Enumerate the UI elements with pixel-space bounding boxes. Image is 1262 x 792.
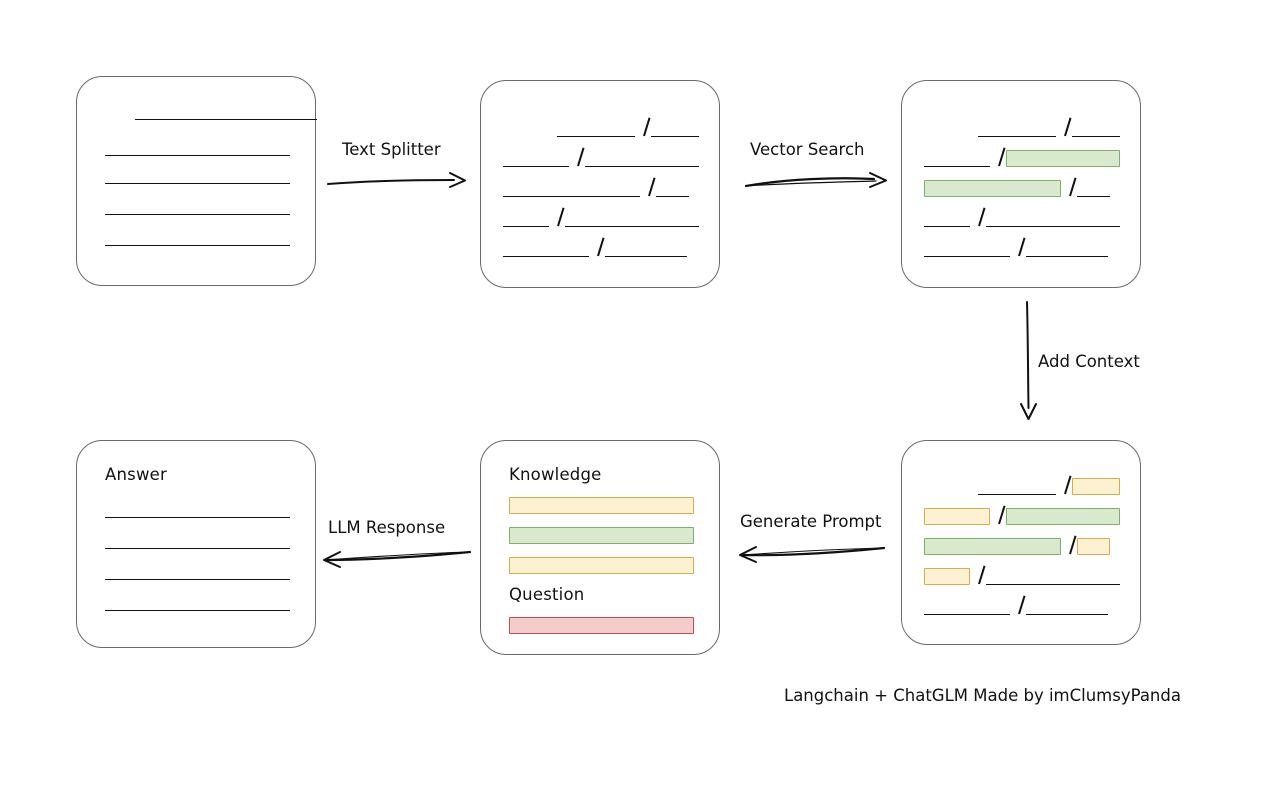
chunk-segment-context[interactable] [924, 508, 990, 525]
answer-line [77, 517, 317, 519]
chunk-segment-context[interactable] [924, 568, 970, 585]
chunk-segment[interactable] [924, 239, 1010, 257]
split-slash-icon [1010, 237, 1026, 257]
chunk-row [924, 145, 1120, 167]
arrow-llm-response: LLM Response [320, 518, 472, 578]
document-line [77, 214, 317, 216]
document-line [77, 245, 317, 247]
chunk-segment-context[interactable] [1072, 478, 1120, 495]
chunk-segment-matched[interactable] [924, 538, 1061, 555]
chunk-segment[interactable] [1026, 597, 1108, 615]
knowledge-label: Knowledge [509, 465, 602, 484]
split-slash-icon [990, 147, 1006, 167]
chunk-segment[interactable] [651, 119, 699, 137]
chunk-segment[interactable] [557, 119, 635, 137]
knowledge-bar[interactable] [509, 497, 694, 514]
chunk-row [503, 115, 699, 137]
chunk-segment[interactable] [503, 179, 640, 197]
chunk-segment[interactable] [986, 209, 1120, 227]
arrow-add-context: Add Context [996, 300, 1166, 422]
split-slash-icon [970, 207, 986, 227]
chunk-segment-matched[interactable] [1006, 150, 1120, 167]
split-chunks-box[interactable] [480, 80, 720, 288]
answer-line [77, 579, 317, 581]
split-slash-icon [569, 147, 585, 167]
chunk-row [924, 235, 1120, 257]
chunk-row [924, 593, 1120, 615]
split-slash-icon [970, 565, 986, 585]
chunk-segment-matched[interactable] [1006, 508, 1120, 525]
chunk-row [924, 503, 1120, 525]
arrow-generate-prompt: Generate Prompt [736, 512, 886, 572]
arrow-label-add-context: Add Context [1038, 352, 1140, 371]
chunk-row [924, 473, 1120, 495]
prompt-box[interactable]: Knowledge Question [480, 440, 720, 655]
split-slash-icon [1061, 535, 1077, 555]
answer-label: Answer [105, 465, 167, 484]
document-line [77, 119, 317, 121]
chunk-segment[interactable] [503, 149, 569, 167]
chunk-segment[interactable] [924, 209, 970, 227]
arrow-label-generate-prompt: Generate Prompt [740, 512, 882, 531]
chunk-segment[interactable] [924, 149, 990, 167]
chunk-row [924, 175, 1120, 197]
knowledge-bar[interactable] [509, 557, 694, 574]
chunk-segment[interactable] [1077, 179, 1110, 197]
chunk-segment-matched[interactable] [924, 180, 1061, 197]
chunk-row [924, 115, 1120, 137]
chunk-segment[interactable] [503, 239, 589, 257]
chunk-segment[interactable] [978, 119, 1056, 137]
chunk-row [503, 175, 699, 197]
chunk-segment-context[interactable] [1077, 538, 1110, 555]
chunk-segment[interactable] [924, 597, 1010, 615]
answer-line [77, 610, 317, 612]
answer-line [77, 548, 317, 550]
chunk-segment[interactable] [978, 477, 1056, 495]
split-slash-icon [990, 505, 1006, 525]
chunk-segment[interactable] [986, 567, 1120, 585]
arrow-label-text-splitter: Text Splitter [342, 140, 441, 159]
split-slash-icon [1010, 595, 1026, 615]
split-slash-icon [635, 117, 651, 137]
chunk-segment[interactable] [1072, 119, 1120, 137]
question-label: Question [509, 585, 585, 604]
chunk-row [503, 235, 699, 257]
arrow-label-llm-response: LLM Response [328, 518, 446, 537]
chunk-row [924, 533, 1120, 555]
split-slash-icon [640, 177, 656, 197]
chunk-row [503, 205, 699, 227]
split-slash-icon [1056, 475, 1072, 495]
chunk-segment[interactable] [503, 209, 549, 227]
question-bar[interactable] [509, 617, 694, 634]
chunk-segment[interactable] [656, 179, 689, 197]
chunk-row [924, 563, 1120, 585]
matched-chunks-box[interactable] [901, 80, 1141, 288]
footer-credit: Langchain + ChatGLM Made by imClumsyPand… [784, 686, 1181, 705]
chunk-segment[interactable] [585, 149, 699, 167]
arrow-vector-search: Vector Search [744, 140, 892, 200]
knowledge-bar[interactable] [509, 527, 694, 544]
answer-box[interactable]: Answer [76, 440, 316, 648]
arrow-label-vector-search: Vector Search [750, 140, 865, 159]
chunk-row [924, 205, 1120, 227]
document-line [77, 155, 317, 157]
chunk-row [503, 145, 699, 167]
document-line [77, 183, 317, 185]
source-document-box[interactable] [76, 76, 317, 286]
chunk-segment[interactable] [605, 239, 687, 257]
arrow-text-splitter: Text Splitter [326, 140, 470, 200]
context-chunks-box[interactable] [901, 440, 1141, 645]
split-slash-icon [589, 237, 605, 257]
split-slash-icon [1056, 117, 1072, 137]
chunk-segment[interactable] [565, 209, 699, 227]
chunk-segment[interactable] [1026, 239, 1108, 257]
split-slash-icon [1061, 177, 1077, 197]
split-slash-icon [549, 207, 565, 227]
